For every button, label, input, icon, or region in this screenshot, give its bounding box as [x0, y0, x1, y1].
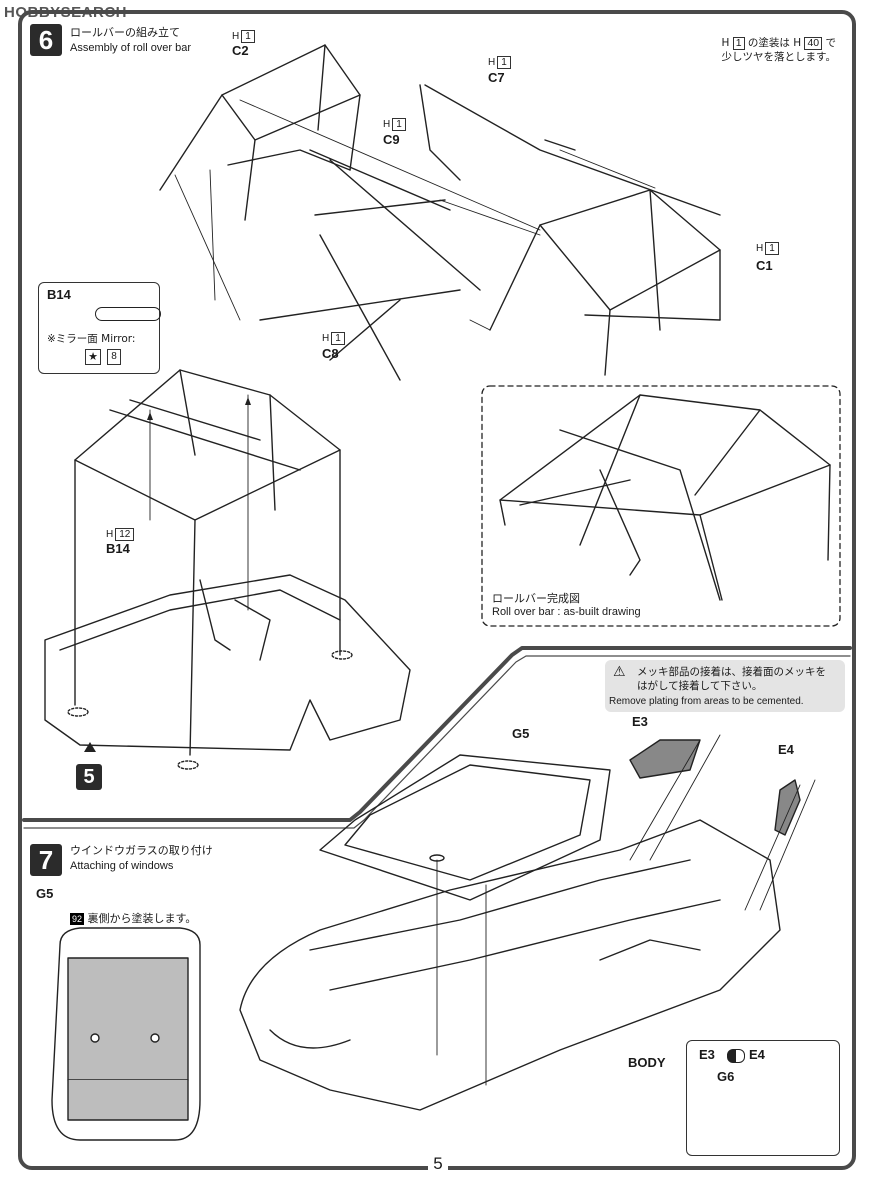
g5-flat-diagram — [51, 927, 201, 1141]
step-6-title-jp: ロールバーの組み立て — [70, 26, 180, 39]
chassis-tub — [44, 574, 411, 770]
part-c2-label: C2 — [232, 43, 249, 58]
b14-card-label: B14 — [47, 287, 71, 302]
part-c1-label: C1 — [756, 258, 773, 273]
from-step-5-badge: 5 — [76, 764, 102, 790]
roll-cage-installed — [74, 369, 341, 756]
asbuilt-title-en: Roll over bar : as-built drawing — [492, 606, 641, 618]
b14-mirror-card: B14 ※ミラー面 Mirror: ★ 8 — [38, 282, 161, 374]
body-label: BODY — [628, 1055, 666, 1070]
part-g5-label: G5 — [512, 726, 530, 741]
roll-cage-as-built — [499, 394, 831, 601]
part-e3-label: E3 — [632, 714, 648, 729]
mirror-text: ※ミラー面 Mirror: — [47, 333, 136, 345]
plating-caution: ⚠ メッキ部品の接着は、接着面のメッキを はがして接着して下さい。 Remove… — [605, 660, 845, 712]
car-body — [239, 819, 781, 1111]
caution-jp-1: メッキ部品の接着は、接着面のメッキを — [637, 666, 826, 678]
inset-e3-label: E3 — [699, 1047, 715, 1062]
paint-note: H 1 の塗装は H 40 で 少しツヤを落とします。 — [660, 36, 836, 64]
up-arrow-icon — [84, 742, 96, 752]
paint-note-post: で — [825, 37, 837, 49]
paint-mix-icon — [727, 1049, 745, 1063]
g5-note: 92 裏側から塗装します。 — [70, 912, 197, 925]
paint-note-mid: の塗装は H — [747, 37, 802, 49]
step-6-title-en: Assembly of roll over bar — [70, 42, 192, 54]
asbuilt-title-jp: ロールバー完成図 — [492, 592, 580, 605]
g5-window-piece — [319, 754, 611, 901]
roll-bar-exploded — [159, 44, 721, 381]
e3-e4-g6-inset: E3 E4 G6 — [686, 1040, 840, 1156]
part-c9-label: C9 — [383, 132, 400, 147]
part-c8-label: C8 — [322, 346, 339, 361]
part-c7-label: C7 — [488, 70, 505, 85]
paint-note-h: H — [721, 37, 730, 49]
mirror-code: 8 — [107, 349, 121, 365]
step-7-number: 7 — [30, 844, 62, 876]
paint-note-line2: 少しツヤを落とします。 — [721, 51, 836, 63]
part-b14-label: B14 — [106, 541, 130, 556]
g5-diagram-label: G5 — [36, 886, 54, 901]
inset-e4-label: E4 — [749, 1047, 765, 1062]
step-7-title-en: Attaching of windows — [70, 860, 174, 872]
step-6-number: 6 — [30, 24, 62, 56]
paint-note-code1: 1 — [732, 37, 745, 50]
warning-icon: ⚠ — [613, 664, 626, 680]
g5-note-code: 92 — [70, 913, 84, 925]
part-e4-label: E4 — [778, 742, 794, 757]
inset-g6-label: G6 — [717, 1069, 735, 1084]
page-number: 5 — [428, 1154, 448, 1174]
b14-part-shape — [95, 307, 161, 321]
star-icon: ★ — [85, 349, 101, 365]
caution-jp-2: はがして接着して下さい。 — [637, 680, 763, 692]
step-7-title-jp: ウインドウガラスの取り付け — [70, 844, 213, 857]
paint-note-code2: 40 — [804, 37, 823, 50]
caution-en: Remove plating from areas to be cemented… — [609, 696, 804, 707]
